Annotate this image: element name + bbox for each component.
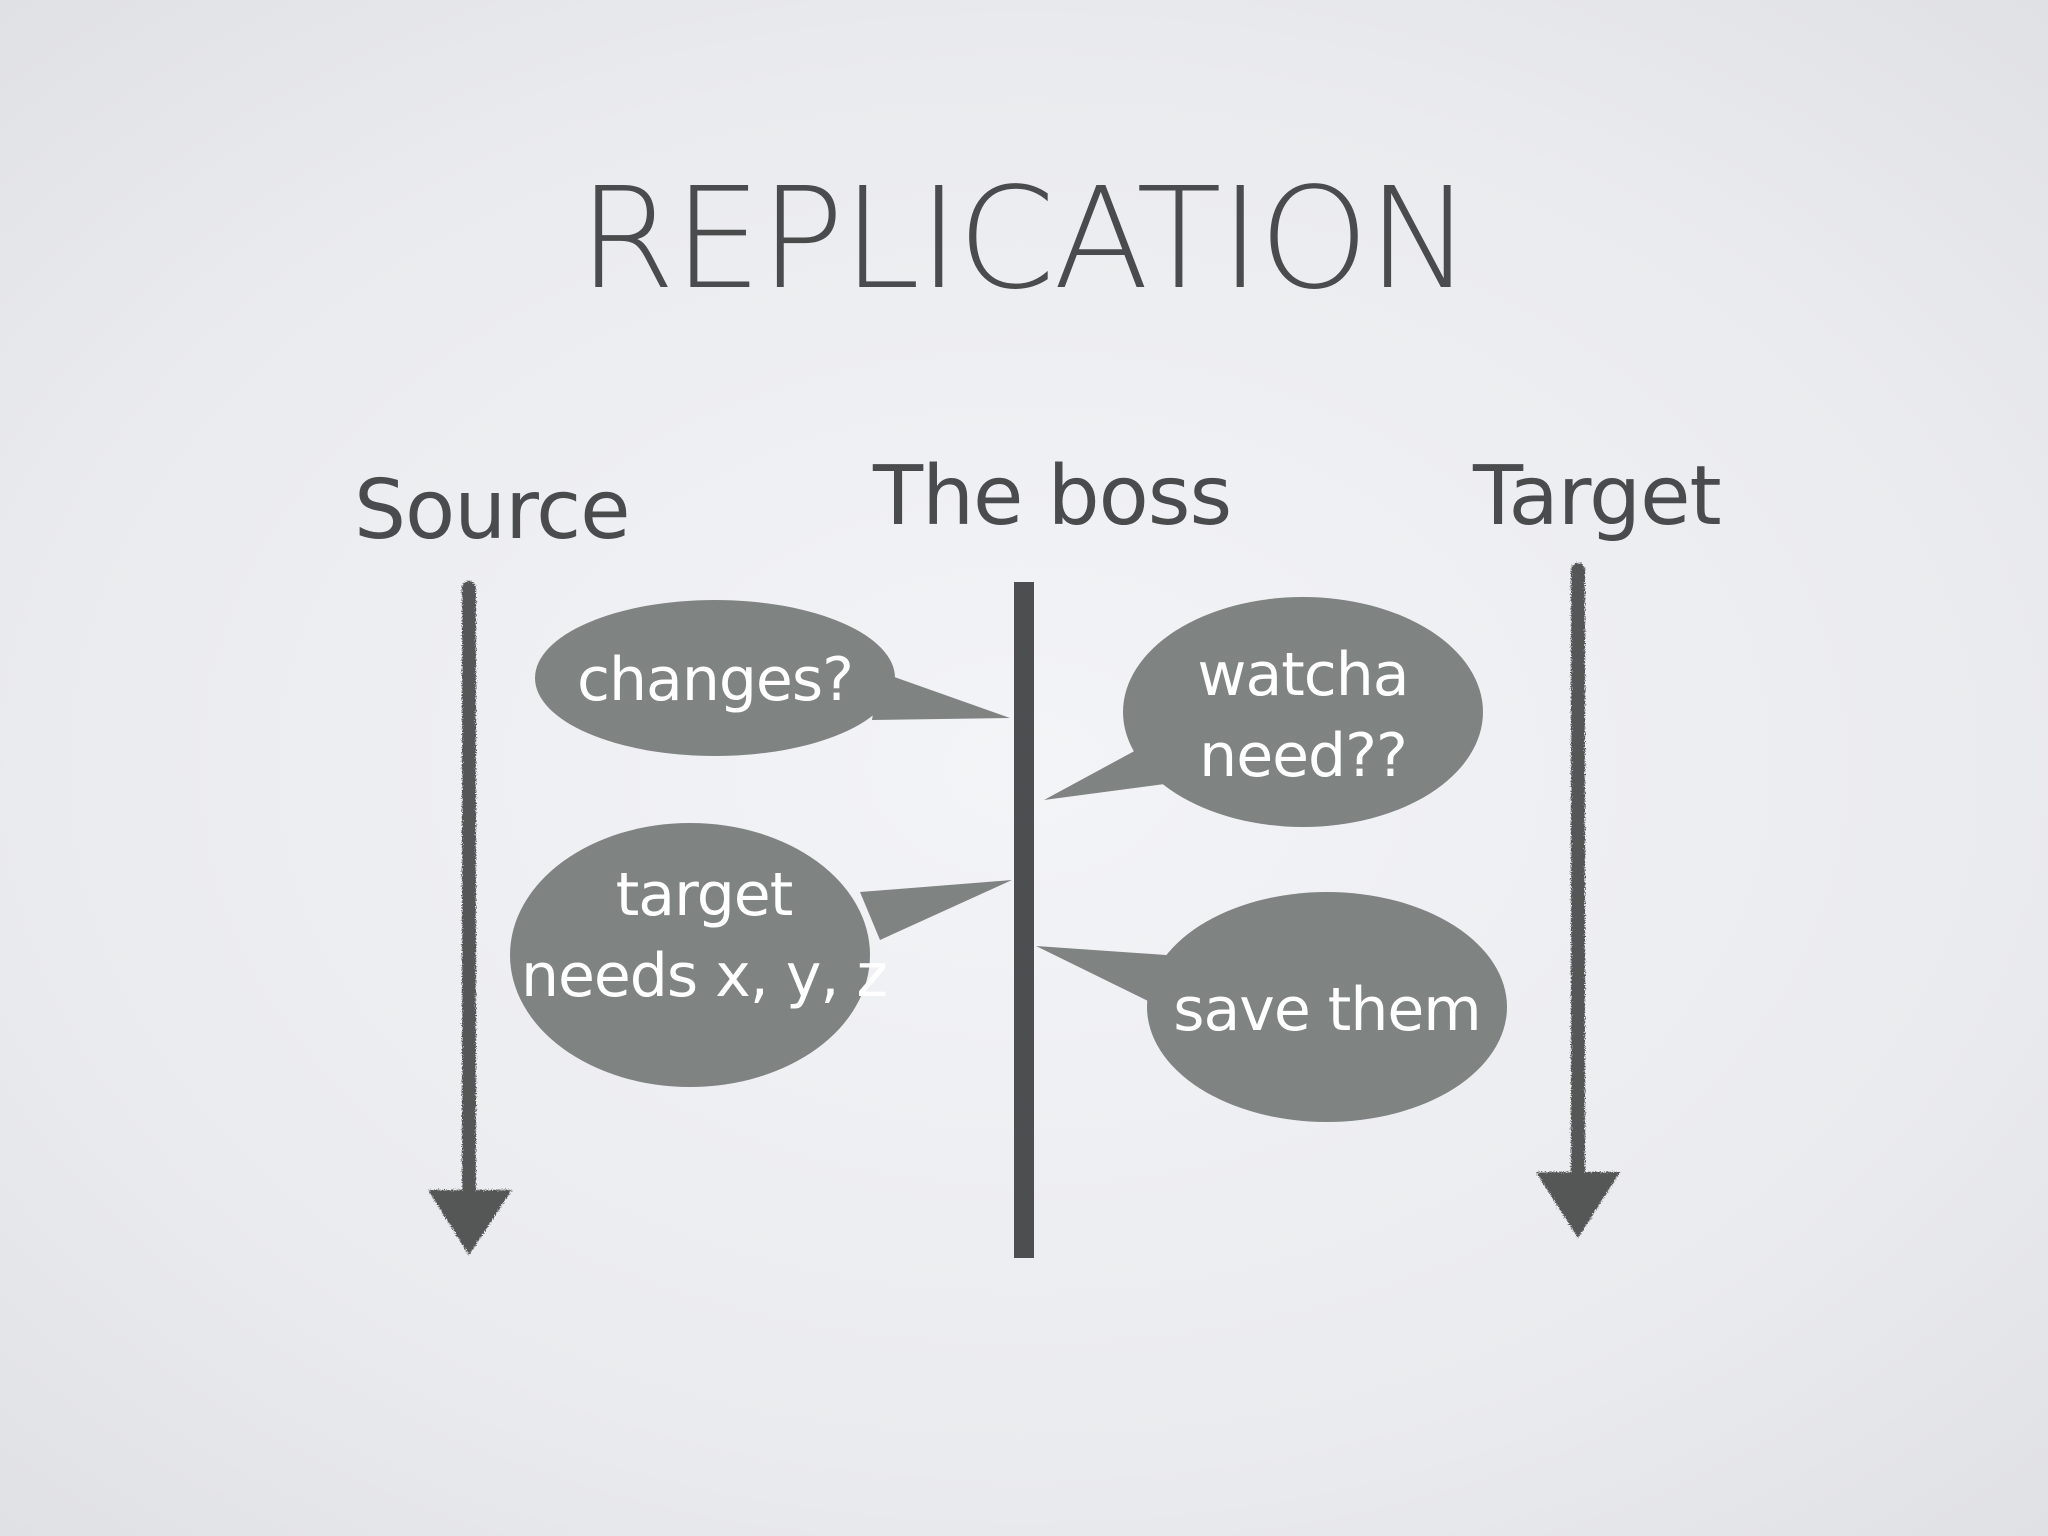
boss-timeline-line [1014, 582, 1034, 1258]
bubble-save-line-1: save them [1173, 975, 1480, 1045]
target-timeline-arrow [1536, 563, 1620, 1238]
bubble-needs-line-1: target [616, 860, 793, 930]
speech-bubble-target-needs: target needs x, y, z [510, 823, 1012, 1087]
bubble-watcha-line-1: watcha [1197, 640, 1408, 710]
speech-bubble-save-them: save them [1036, 892, 1507, 1122]
boss-label: The boss [873, 449, 1232, 544]
target-label: Target [1473, 449, 1722, 544]
speech-bubble-changes: changes? [535, 600, 1010, 756]
speech-bubble-watcha-need: watcha need?? [1044, 597, 1483, 827]
source-label: Source [354, 463, 631, 558]
bubble-needs-line-2: needs x, y, z [521, 941, 887, 1011]
slide-title: REPLICATION [578, 158, 1472, 321]
source-timeline-arrow [428, 581, 512, 1255]
bubble-changes-line-1: changes? [577, 645, 853, 715]
bubble-watcha-line-2: need?? [1199, 721, 1407, 791]
